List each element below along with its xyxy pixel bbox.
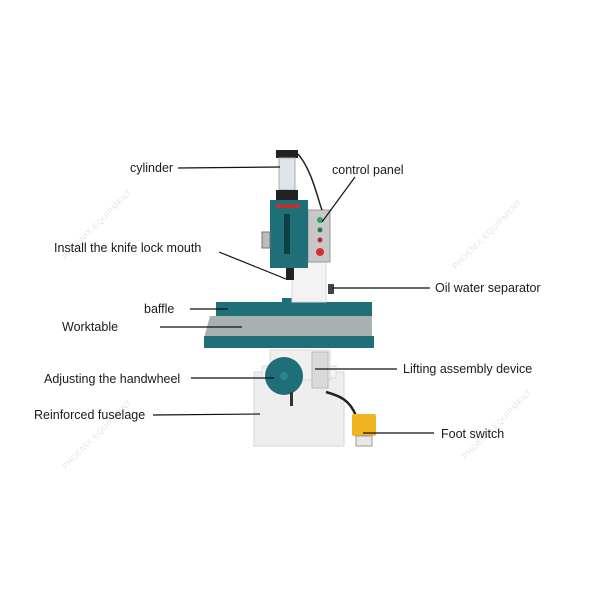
label-baffle: baffle — [144, 302, 175, 316]
label-cylinder: cylinder — [130, 161, 174, 175]
label-lifting-assembly: Lifting assembly device — [403, 362, 533, 376]
label-knife-lock-mouth: Install the knife lock mouth — [54, 241, 202, 255]
label-reinforced-fuselage: Reinforced fuselage — [34, 408, 146, 422]
label-handwheel: Adjusting the handwheel — [44, 372, 181, 386]
label-control-panel: control panel — [332, 163, 404, 177]
leader-lines — [152, 166, 434, 434]
label-worktable: Worktable — [62, 320, 119, 334]
label-oil-water-separator: Oil water separator — [435, 281, 541, 295]
label-foot-switch: Foot switch — [441, 427, 505, 441]
